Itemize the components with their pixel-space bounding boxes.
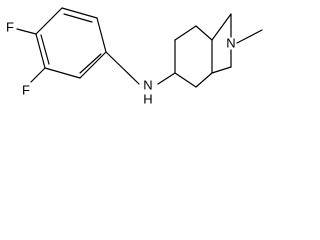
ring-bond: [44, 67, 81, 79]
double-bond-inner: [63, 13, 93, 23]
ring-bond: [61, 7, 98, 19]
ring-bond: [211, 13, 232, 41]
double-bond-inner: [79, 53, 102, 74]
ring-bond: [195, 25, 213, 41]
ring-bond: [174, 25, 197, 41]
benzene-ring: [35, 7, 107, 79]
ring-bond: [35, 33, 46, 69]
ring-bond: [96, 17, 107, 53]
bond-nitrogen-bicycle: [157, 72, 176, 85]
bond-c-f-para: [16, 28, 37, 35]
structural-formula: F F N H N: [6, 7, 263, 107]
bond-c-f-meta: [30, 67, 46, 83]
ring-bond: [79, 51, 107, 79]
double-bond-inner: [40, 34, 50, 65]
ring-bond: [195, 72, 213, 88]
bridge-nitrogen-label: N: [226, 36, 235, 51]
bond-n-methyl: [236, 29, 263, 44]
bond-aryl-nitrogen: [105, 51, 140, 85]
ring-bond: [35, 7, 63, 35]
ring-bond: [174, 72, 197, 88]
azabicyclic-ring: [174, 13, 263, 88]
fluorine-label: F: [6, 20, 14, 35]
ring-bond: [211, 66, 232, 74]
fluorine-label: F: [22, 83, 30, 98]
amine-hydrogen-label: H: [143, 92, 152, 107]
amine-nitrogen-label: N: [143, 78, 152, 93]
